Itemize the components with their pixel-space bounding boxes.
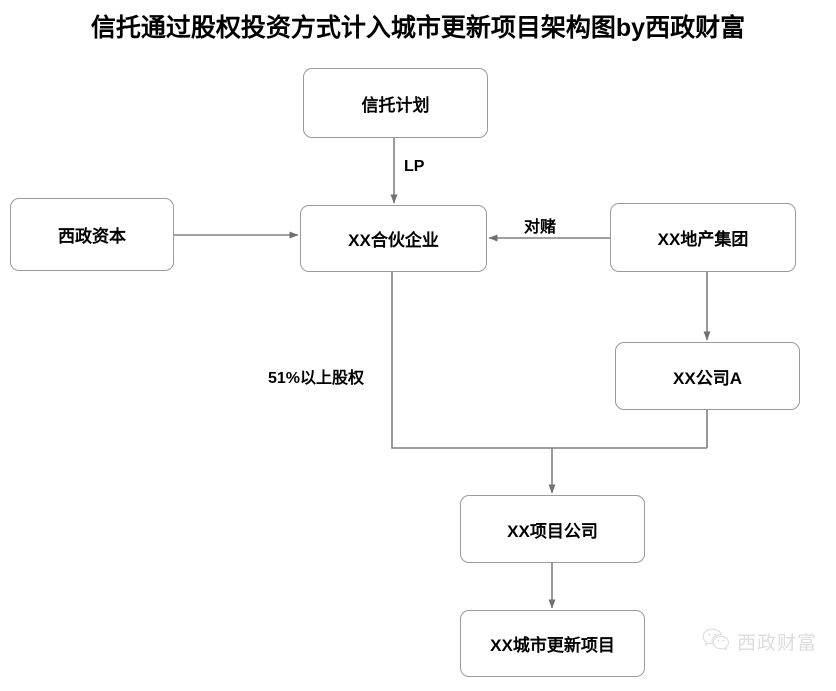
node-partnership[interactable]: XX合伙企业 [300,205,487,272]
watermark: 西政财富 [702,627,817,656]
node-realestate-group[interactable]: XX地产集团 [610,203,796,272]
node-label: XX公司A [673,368,742,388]
edge-partnership-to-busbar [391,272,707,449]
node-project-company[interactable]: XX项目公司 [460,495,645,563]
node-label: XX城市更新项目 [490,636,615,655]
edge-label-equity-51: 51%以上股权 [268,370,365,387]
watermark-label: 西政财富 [737,633,818,654]
node-label: 信托计划 [361,95,430,115]
wechat-icon [702,627,730,656]
node-urban-renewal[interactable]: XX城市更新项目 [460,610,645,677]
node-label: XX地产集团 [657,230,749,249]
page-title: 信托通过股权投资方式计入城市更新项目架构图by西政财富 [90,14,746,42]
node-trust-plan[interactable]: 信托计划 [303,68,488,138]
node-xizheng-capital[interactable]: 西政资本 [10,198,174,271]
node-company-a[interactable]: XX公司A [615,342,800,410]
edge-label-lp: LP [404,158,425,175]
edge-label-duidu: 对赌 [524,219,557,236]
node-label: XX合伙企业 [348,231,439,250]
node-label: 西政资本 [58,227,126,246]
node-label: XX项目公司 [507,521,598,541]
